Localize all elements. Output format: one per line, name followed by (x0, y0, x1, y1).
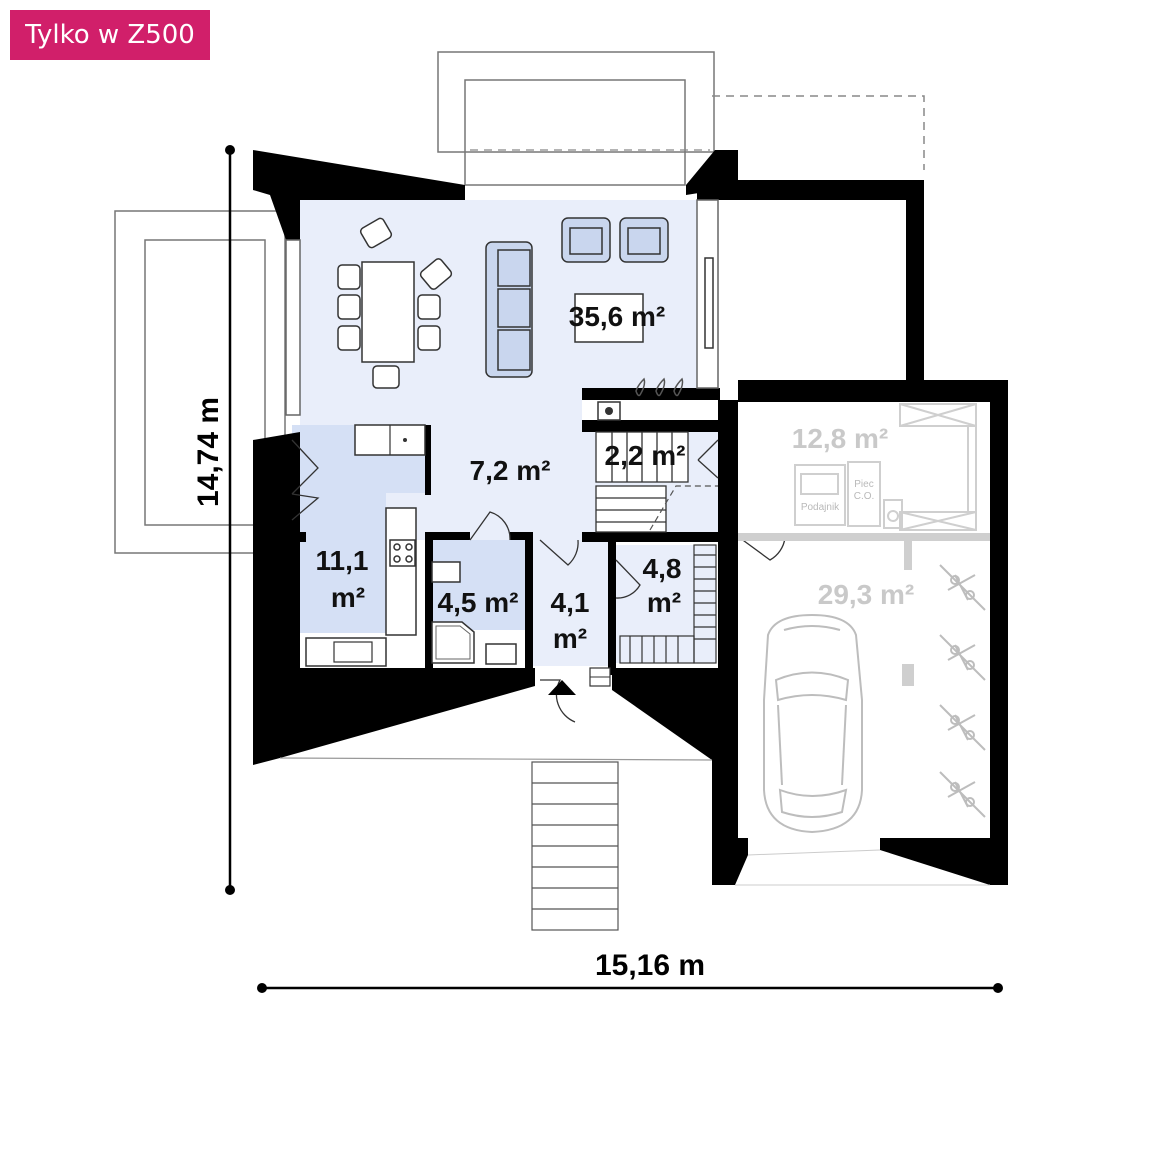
shower-icon (431, 621, 475, 664)
fireplace-front (704, 257, 714, 349)
entrance-arrow-icon (548, 680, 576, 695)
dining-table (361, 261, 415, 363)
balcony-inner-outline (464, 79, 686, 186)
boiler-label-2: C.O. (854, 491, 875, 502)
dining-chairs (337, 217, 453, 389)
garage-area: 29,3 m² (818, 579, 915, 610)
roof-outline-dashed (712, 95, 925, 170)
plan-badge: Tylko w Z500 (10, 10, 210, 60)
entrance-stairs (531, 761, 619, 931)
interior-stairs (595, 431, 689, 533)
boiler-room-equipment (794, 403, 977, 531)
sofa (485, 241, 533, 378)
hall-area: 7,2 m² (470, 455, 551, 486)
kitchen-area-value: 11,1 (316, 545, 369, 576)
bathroom-fill (430, 540, 525, 630)
kitchen-sink-counter (305, 637, 387, 667)
vestibule-area-value: 4,1 (551, 587, 590, 618)
armchairs (561, 217, 669, 263)
terrace-inner-outline (144, 239, 266, 526)
boiler-label: Piec (854, 479, 873, 490)
kitchen-fill (292, 425, 425, 633)
living-room-area: 35,6 m² (569, 301, 666, 332)
coffee-table (574, 293, 644, 343)
stairs-area: 2,2 m² (605, 440, 686, 471)
stove-icon (389, 539, 416, 567)
height-dimension: 14,74 m (192, 397, 225, 507)
garage-pillar (902, 664, 914, 686)
width-dimension: 15,16 m (595, 949, 705, 982)
west-window (285, 239, 301, 416)
wardrobe-area-unit: m² (647, 587, 681, 618)
toilet-icon (485, 643, 517, 665)
kitchen-area-unit: m² (331, 582, 365, 613)
sink-icon (333, 641, 373, 663)
bathroom-area: 4,5 m² (438, 587, 519, 618)
washbasin-icon (431, 561, 461, 583)
wardrobe-shelves (619, 544, 717, 664)
kitchen-counter (385, 507, 417, 636)
car-icon (763, 613, 863, 834)
feeder-label: Podajnik (801, 502, 840, 513)
balcony-outline (437, 51, 715, 153)
bicycle-icons (939, 564, 986, 818)
vestibule-area-unit: m² (553, 623, 587, 654)
fireplace-flames (635, 377, 684, 397)
kitchen-folding-door (291, 439, 319, 495)
terrace-outline (114, 210, 286, 554)
boiler-room-area: 12,8 m² (792, 423, 889, 454)
vestibule-fill (532, 540, 610, 666)
wardrobe-area-value: 4,8 (643, 553, 682, 584)
